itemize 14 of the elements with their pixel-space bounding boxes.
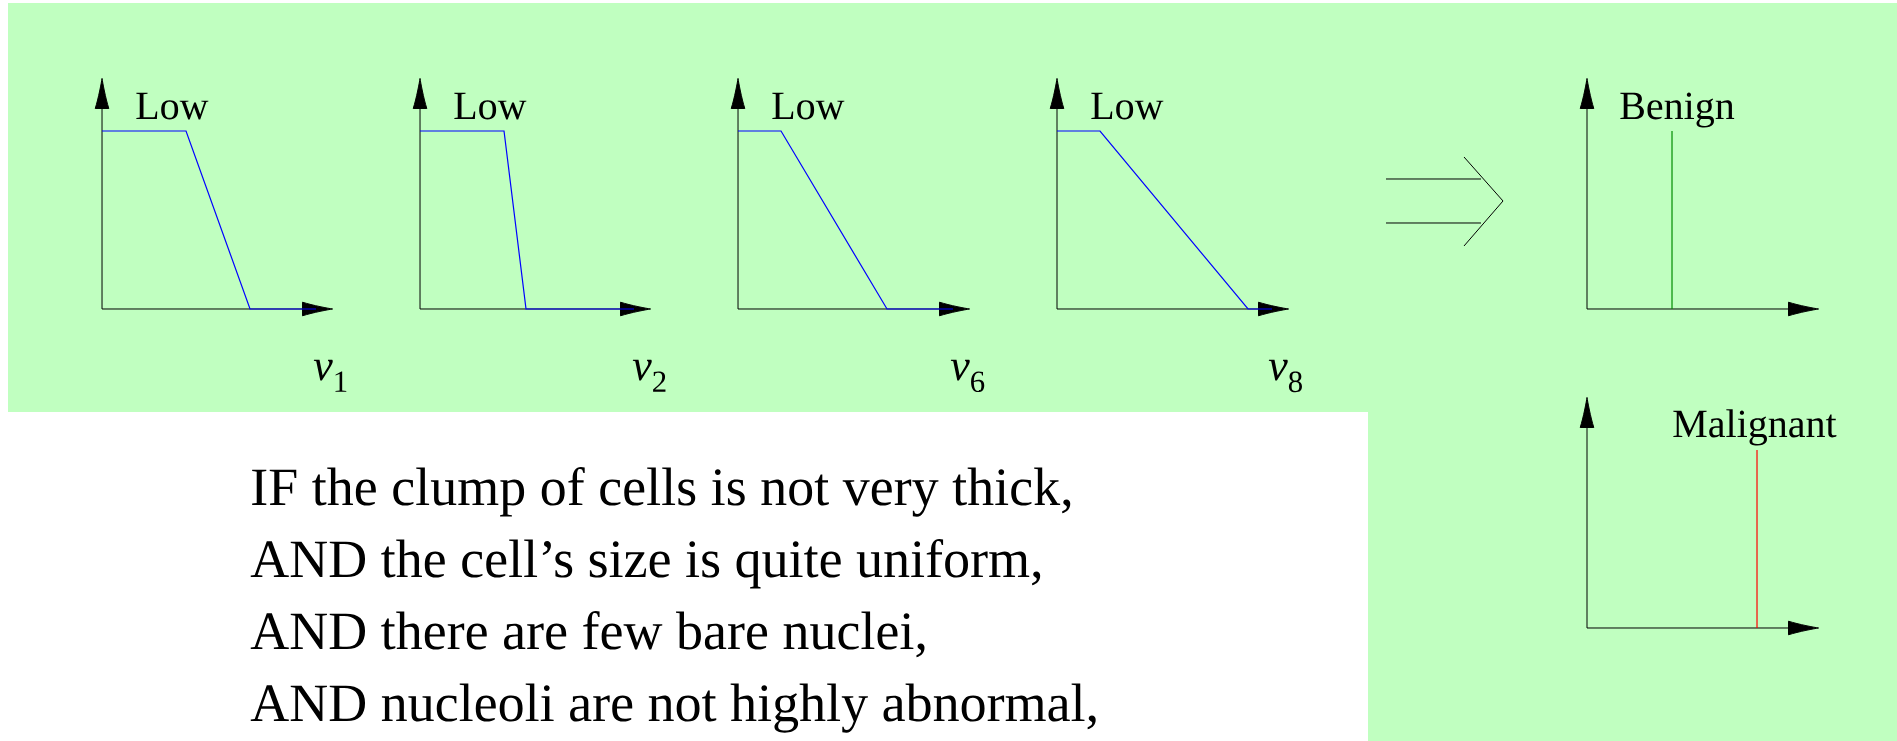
rule-text: IF the clump of cells is not very thick, bbox=[252, 467, 1071, 517]
chart-label: Low bbox=[1091, 92, 1164, 120]
rule-text: AND nucleoli are not highly abnormal, bbox=[250, 683, 1096, 733]
axis-label: v$_{2}$ bbox=[632, 359, 666, 392]
chart-label: Low bbox=[454, 92, 527, 120]
rule-text: AND the cell’s size is quite uniform, bbox=[250, 539, 1041, 589]
rule-text: AND there are few bare nuclei, bbox=[250, 611, 925, 658]
chart-label: Malignant bbox=[1673, 409, 1837, 446]
axis-label: v$_{8}$ bbox=[1268, 359, 1302, 393]
chart-label: Low bbox=[136, 92, 209, 120]
chart-label: Low bbox=[772, 92, 845, 120]
axis-label: v$_{1}$ bbox=[313, 359, 347, 392]
chart-label: Benign bbox=[1620, 92, 1735, 128]
axis-label: v$_{6}$ bbox=[950, 359, 985, 393]
